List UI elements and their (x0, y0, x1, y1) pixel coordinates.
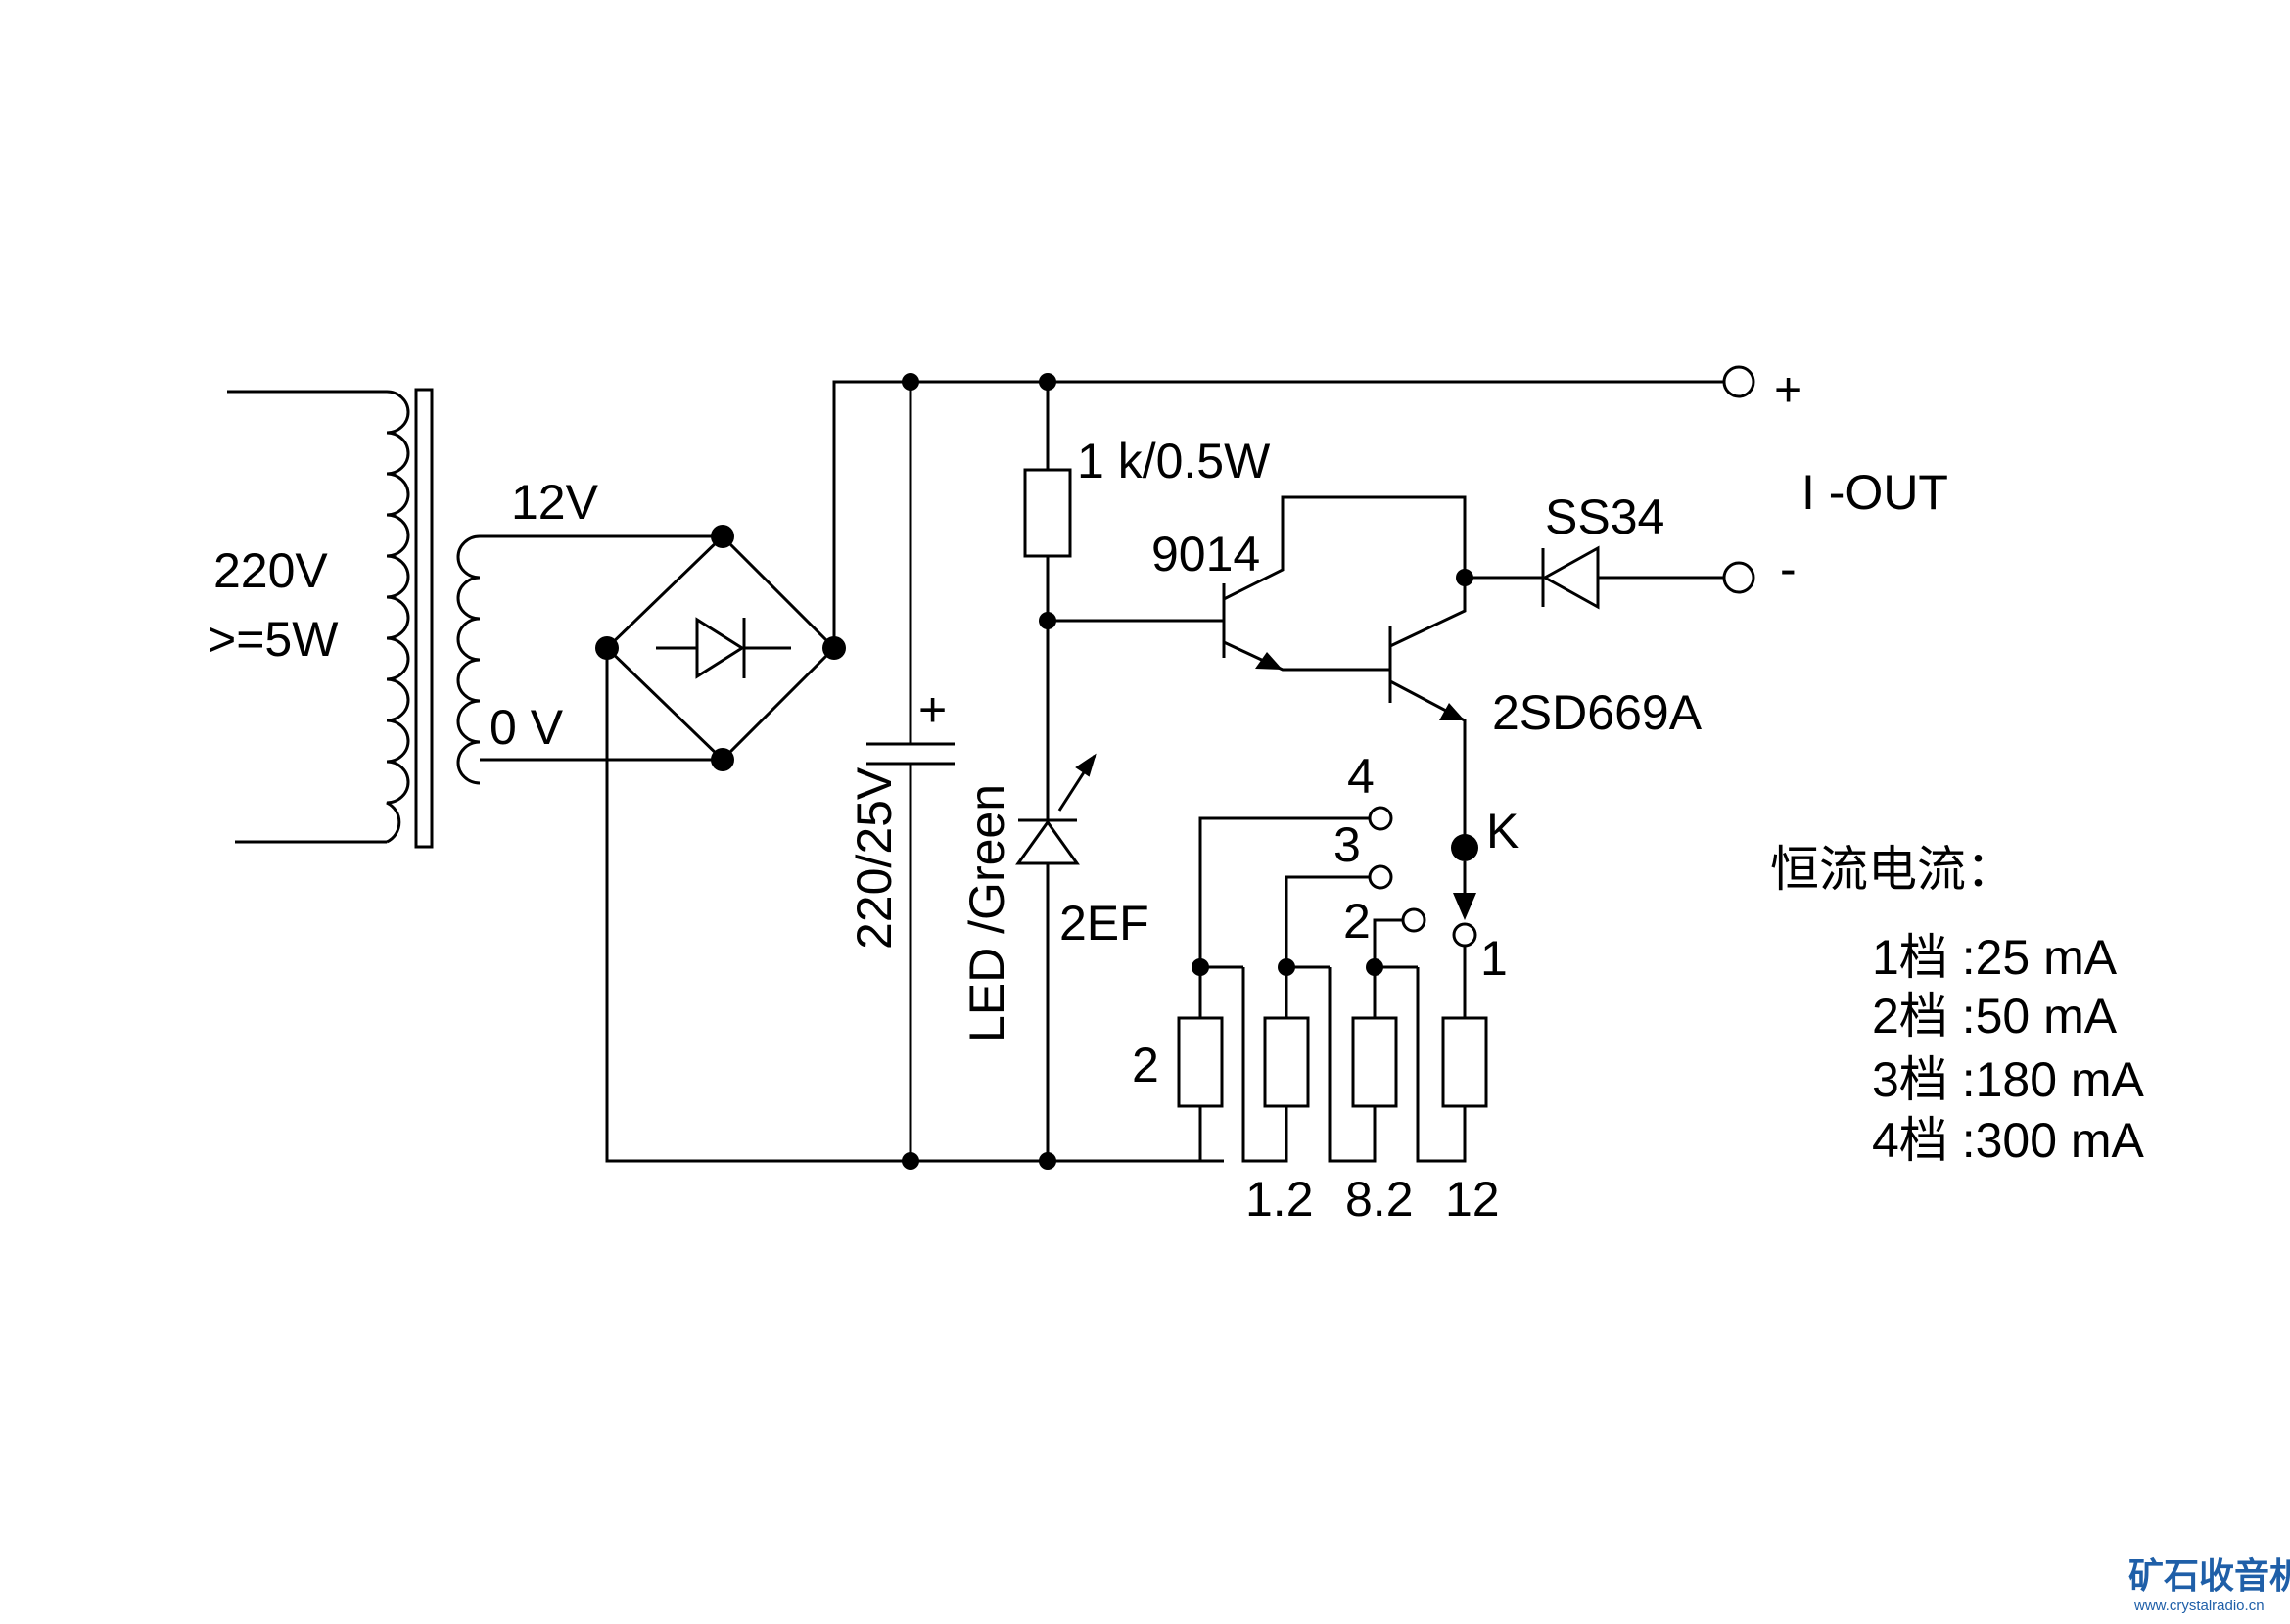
label-switch-pos-3: 3 (1333, 817, 1361, 872)
resistor-8-2ohm (1351, 1016, 1398, 1108)
label-res-12: 12 (1445, 1172, 1500, 1227)
label-switch-k: K (1486, 804, 1519, 858)
current-table-row: 4档 :300 mA (1872, 1113, 2145, 1168)
resistor-2ohm (1177, 1016, 1224, 1108)
label-res-2: 2 (1132, 1038, 1159, 1092)
output-terminal-plus[interactable] (1722, 365, 1755, 398)
label-output-title: I -OUT (1801, 465, 1948, 520)
resistor-12ohm (1441, 1016, 1488, 1108)
label-capacitor-polarity: + (918, 682, 947, 737)
output-section (1465, 365, 1755, 610)
led-green (1015, 753, 1097, 1161)
filter-capacitor (866, 382, 955, 1161)
label-mains-power: >=5W (208, 612, 339, 667)
current-table-title: 恒流电流： (1770, 842, 2015, 897)
bridge-rectifier (595, 525, 846, 771)
label-res-8-2: 8.2 (1345, 1172, 1414, 1227)
resistor-1-2ohm (1263, 1016, 1310, 1108)
label-output-plus: + (1774, 362, 1802, 417)
label-switch-pos-4: 4 (1347, 749, 1375, 804)
watermark-url: www.crystalradio.cn (2133, 1598, 2265, 1614)
resistor-ladder (1177, 958, 1488, 1163)
transformer (227, 388, 723, 849)
label-output-minus: - (1780, 541, 1797, 596)
current-table: 恒流电流： 1档 :25 mA 2档 :50 mA 3档 :180 mA 4档 … (1770, 842, 2145, 1168)
label-mains-voltage: 220V (213, 543, 328, 598)
label-diode-ss34: SS34 (1545, 489, 1664, 544)
transistor-2sd669a (1388, 578, 1467, 848)
label-zener: 2EF (1059, 896, 1149, 951)
switch-contact-4[interactable] (1368, 806, 1393, 831)
primary-winding (227, 390, 410, 844)
watermark-name: 矿石收音机 (2128, 1555, 2290, 1596)
darlington-transistors (1222, 495, 1473, 848)
current-table-row: 1档 :25 mA (1872, 930, 2118, 985)
current-table-row: 3档 :180 mA (1872, 1052, 2145, 1107)
label-transistor-9014: 9014 (1151, 527, 1260, 581)
resistor-1k (1023, 468, 1072, 558)
output-terminal-minus[interactable] (1722, 561, 1755, 594)
label-secondary-0v: 0 V (490, 700, 564, 755)
label-switch-pos-1: 1 (1480, 931, 1508, 986)
label-transistor-2sd669a: 2SD669A (1492, 685, 1703, 740)
label-res-1-2: 1.2 (1245, 1172, 1314, 1227)
transformer-core (414, 388, 434, 849)
label-secondary-12v: 12V (511, 475, 599, 530)
range-switch (1198, 806, 1478, 1018)
label-switch-pos-2: 2 (1343, 894, 1371, 949)
label-resistor-1k: 1 k/0.5W (1077, 434, 1271, 488)
switch-contact-3[interactable] (1368, 864, 1393, 890)
watermark-logo: 矿石收音机 www.crystalradio.cn (2128, 1555, 2290, 1614)
secondary-winding (456, 534, 723, 785)
bias-branch (1015, 382, 1224, 1161)
switch-contact-1[interactable] (1452, 922, 1477, 948)
switch-contact-2[interactable] (1401, 907, 1426, 933)
label-led: LED /Green (959, 784, 1014, 1043)
transistor-9014 (1222, 495, 1467, 672)
label-capacitor: 220/25V (847, 766, 902, 950)
current-table-row: 2档 :50 mA (1872, 989, 2118, 1044)
